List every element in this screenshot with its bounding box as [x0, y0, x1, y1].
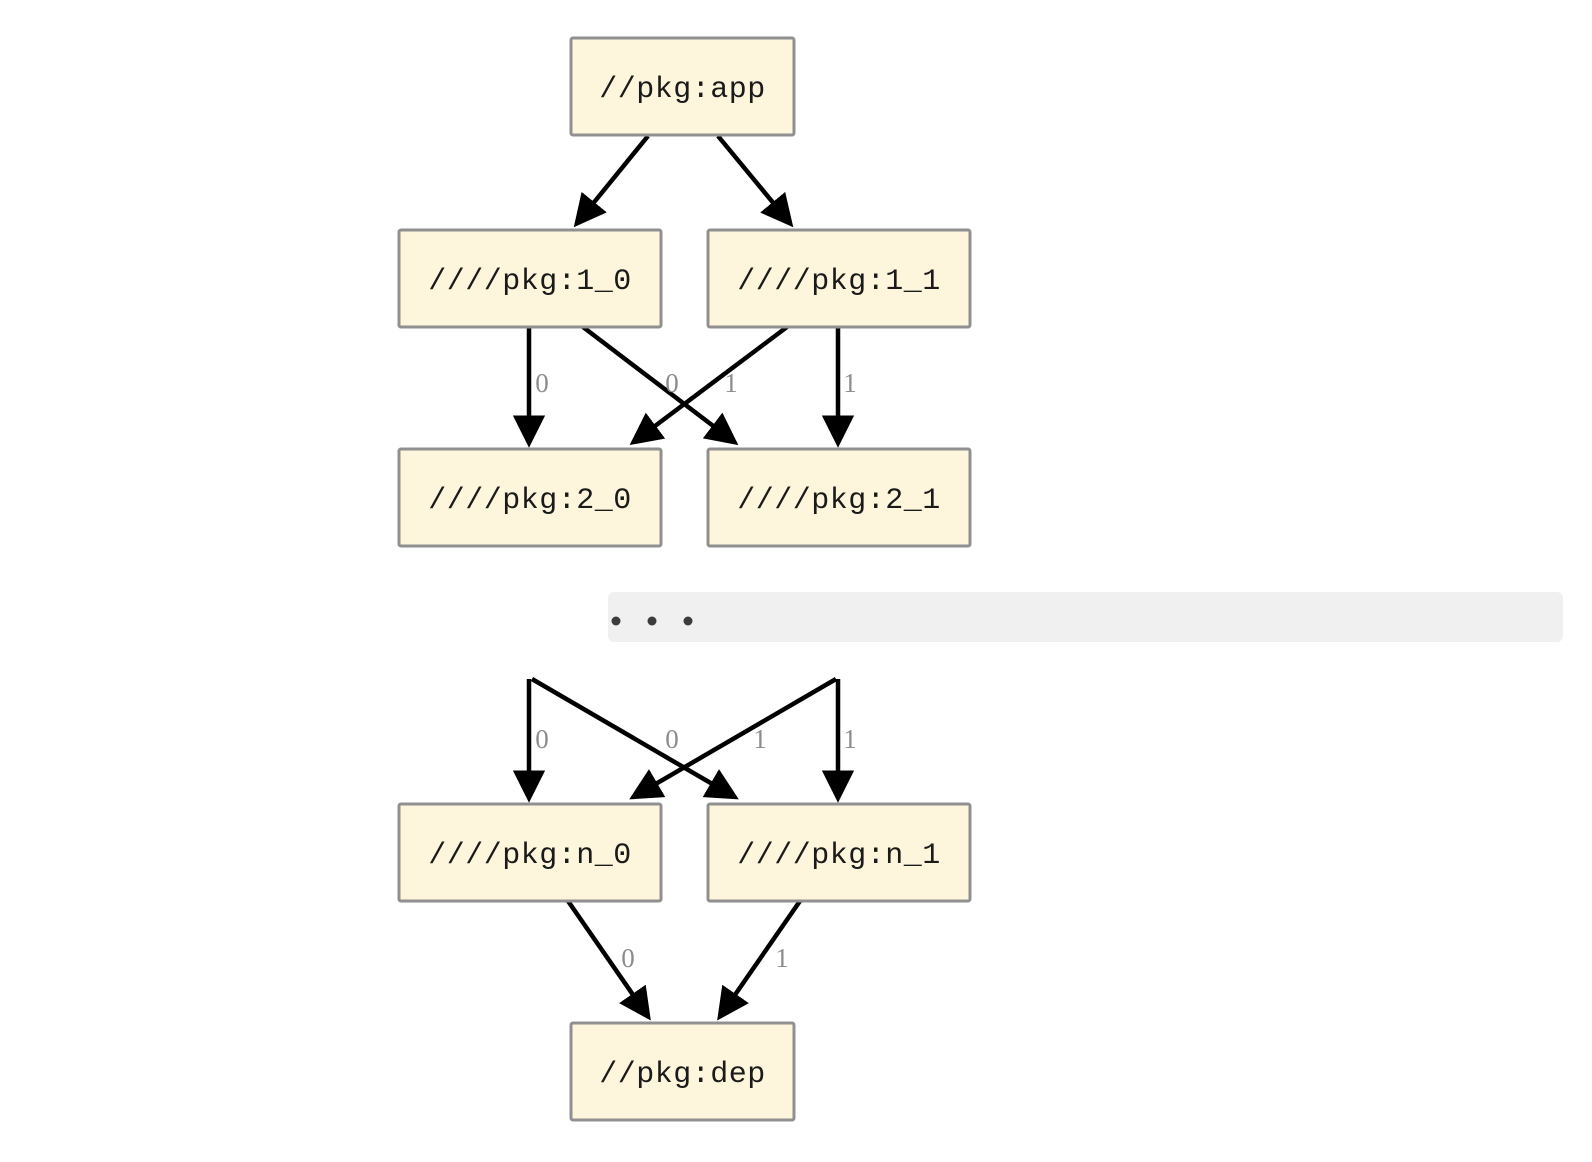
edge-label-upper-left-cross: 0	[665, 368, 679, 398]
edge-label-lower-right-cross: 1	[753, 724, 767, 754]
edge-group-app	[573, 134, 794, 228]
node-1_1-box[interactable]	[706, 228, 972, 329]
node-1_0-label: ////pkg:1_0	[428, 265, 632, 299]
ellipsis-dot-1	[611, 616, 621, 626]
ellipsis-dot-2	[647, 616, 657, 626]
edge-group-row1-row2	[512, 325, 855, 448]
node-2_1[interactable]: ////pkg:2_1	[706, 447, 972, 548]
node-app-label: //pkg:app	[599, 73, 766, 107]
node-2_0-box[interactable]	[397, 447, 663, 548]
node-app[interactable]: //pkg:app	[569, 36, 796, 137]
ellipsis-band-rect	[608, 592, 1563, 642]
ellipsis-dot-3	[683, 616, 693, 626]
edge-group-rown-dep	[566, 899, 802, 1021]
node-n_0-box[interactable]	[397, 802, 663, 903]
node-2_0-label: ////pkg:2_0	[428, 484, 632, 518]
edge-cut-right-to-n_0	[629, 677, 838, 800]
node-1_0-box[interactable]	[397, 228, 663, 329]
node-dep-label: //pkg:dep	[599, 1058, 766, 1092]
edge-app-to-1_0	[573, 134, 650, 228]
edge-cut-left-to-n_1	[530, 677, 739, 800]
edge-group-cut-to-rown	[512, 677, 855, 803]
edge-label-lower-right-straight: 1	[843, 724, 857, 754]
node-2_1-label: ////pkg:2_1	[737, 484, 941, 518]
node-1_0[interactable]: ////pkg:1_0	[397, 228, 663, 329]
edge-label-lower-left-cross: 0	[665, 724, 679, 754]
edge-1_1-to-2_0	[629, 325, 789, 446]
edge-label-upper-right-cross: 1	[724, 368, 738, 398]
edge-n_1-to-dep	[717, 899, 802, 1021]
edge-app-to-1_1	[716, 134, 794, 228]
edge-label-lower-left-straight: 0	[535, 724, 549, 754]
node-1_1[interactable]: ////pkg:1_1	[706, 228, 972, 329]
edge-n_0-to-dep	[566, 899, 651, 1021]
edge-label-upper-left-straight: 0	[535, 368, 549, 398]
node-dep[interactable]: //pkg:dep	[569, 1021, 796, 1122]
node-2_1-box[interactable]	[706, 447, 972, 548]
node-n_1-box[interactable]	[706, 802, 972, 903]
node-app-box[interactable]	[569, 36, 796, 137]
edge-label-dep-left: 0	[621, 943, 635, 973]
node-n_0[interactable]: ////pkg:n_0	[397, 802, 663, 903]
node-2_0[interactable]: ////pkg:2_0	[397, 447, 663, 548]
edge-1_0-to-2_1	[581, 325, 739, 446]
edge-label-dep-right: 1	[775, 943, 789, 973]
node-n_0-label: ////pkg:n_0	[428, 839, 632, 873]
edge-label-upper-right-straight: 1	[843, 368, 857, 398]
node-1_1-label: ////pkg:1_1	[737, 265, 941, 299]
node-n_1-label: ////pkg:n_1	[737, 839, 941, 873]
ellipsis-band	[608, 592, 1563, 642]
node-dep-box[interactable]	[569, 1021, 796, 1122]
node-n_1[interactable]: ////pkg:n_1	[706, 802, 972, 903]
